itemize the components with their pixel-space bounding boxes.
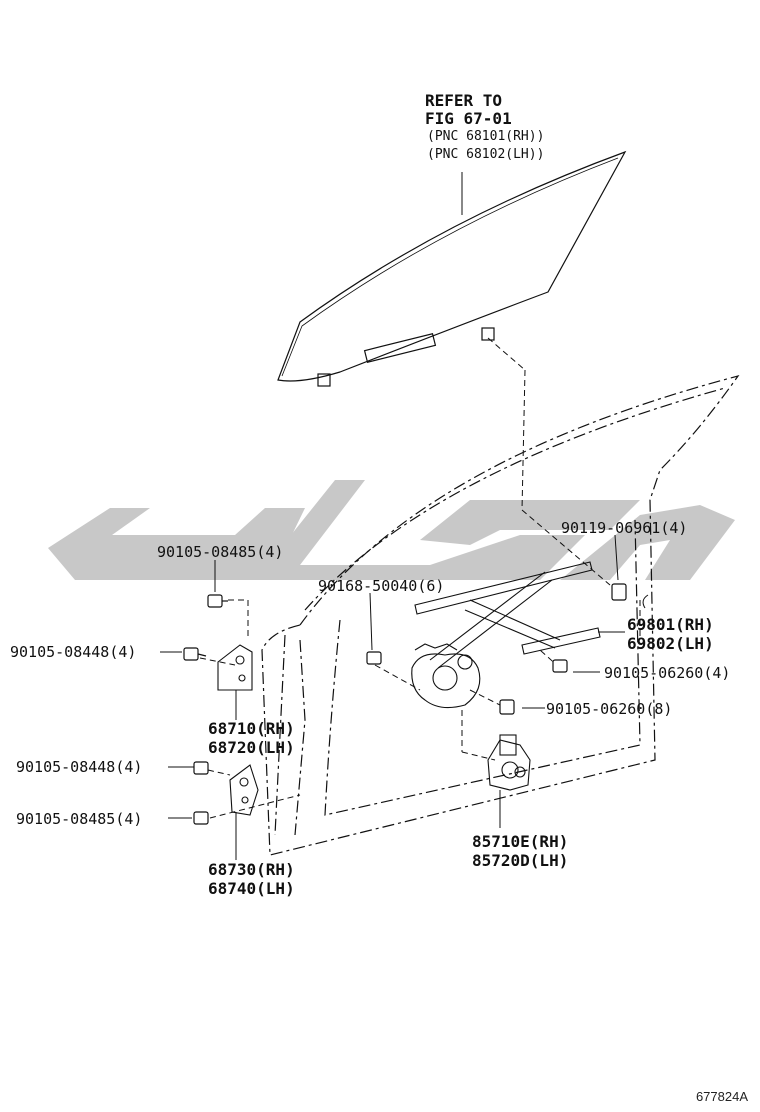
- bolt-90105-08485-bot: [193, 811, 209, 825]
- label-90105-08485-bot: 90105-08485(4): [16, 810, 143, 828]
- label-69801: 69801(RH): [627, 615, 714, 634]
- label-90105-06260-4: 90105-06260(4): [604, 664, 731, 682]
- label-90105-08448-top: 90105-08448(4): [10, 643, 137, 661]
- glass-channel-front: [363, 332, 437, 364]
- bolt-90119-06961: [611, 583, 627, 601]
- refer-line1: REFER TO: [425, 91, 503, 110]
- glass-bracket-right: [481, 327, 495, 341]
- bolt-90105-08448-bot: [193, 761, 209, 775]
- label-68740: 68740(LH): [208, 879, 295, 898]
- regulator-motor: [487, 734, 531, 828]
- window-regulator: [411, 561, 601, 709]
- figure-code: 677824A: [695, 1089, 748, 1104]
- label-90105-08485-top: 90105-08485(4): [157, 543, 284, 561]
- refer-pnc-lh: (PNC 68102(LH)): [427, 147, 545, 162]
- label-90119-06961: 90119-06961(4): [561, 519, 688, 537]
- watermark-logo: [48, 480, 735, 580]
- label-68730: 68730(RH): [208, 860, 295, 879]
- upper-hinge: [217, 644, 253, 720]
- bolt-90105-08448-top: [183, 647, 207, 661]
- label-68710: 68710(RH): [208, 719, 295, 738]
- bolt-90105-06260-4: [552, 659, 568, 673]
- bolt-90105-08485-top: [207, 594, 228, 608]
- label-90105-06260-8: 90105-06260(8): [546, 700, 673, 718]
- refer-line2: FIG 67-01: [425, 109, 512, 128]
- door-glass: [277, 150, 627, 382]
- bolt-90105-06260-8: [499, 699, 515, 715]
- label-90105-08448-bot: 90105-08448(4): [16, 758, 143, 776]
- lower-hinge: [229, 764, 259, 860]
- door-frame: [261, 374, 740, 856]
- label-68720: 68720(LH): [208, 738, 295, 757]
- glass-bracket-left: [317, 373, 331, 387]
- label-85710: 85710E(RH): [472, 832, 569, 851]
- label-69802: 69802(LH): [627, 634, 714, 653]
- refer-pnc-rh: (PNC 68101(RH)): [427, 129, 545, 144]
- label-90168-50040: 90168-50040(6): [318, 577, 445, 595]
- bolt-90168-50040: [366, 651, 382, 665]
- label-85720: 85720D(LH): [472, 851, 569, 870]
